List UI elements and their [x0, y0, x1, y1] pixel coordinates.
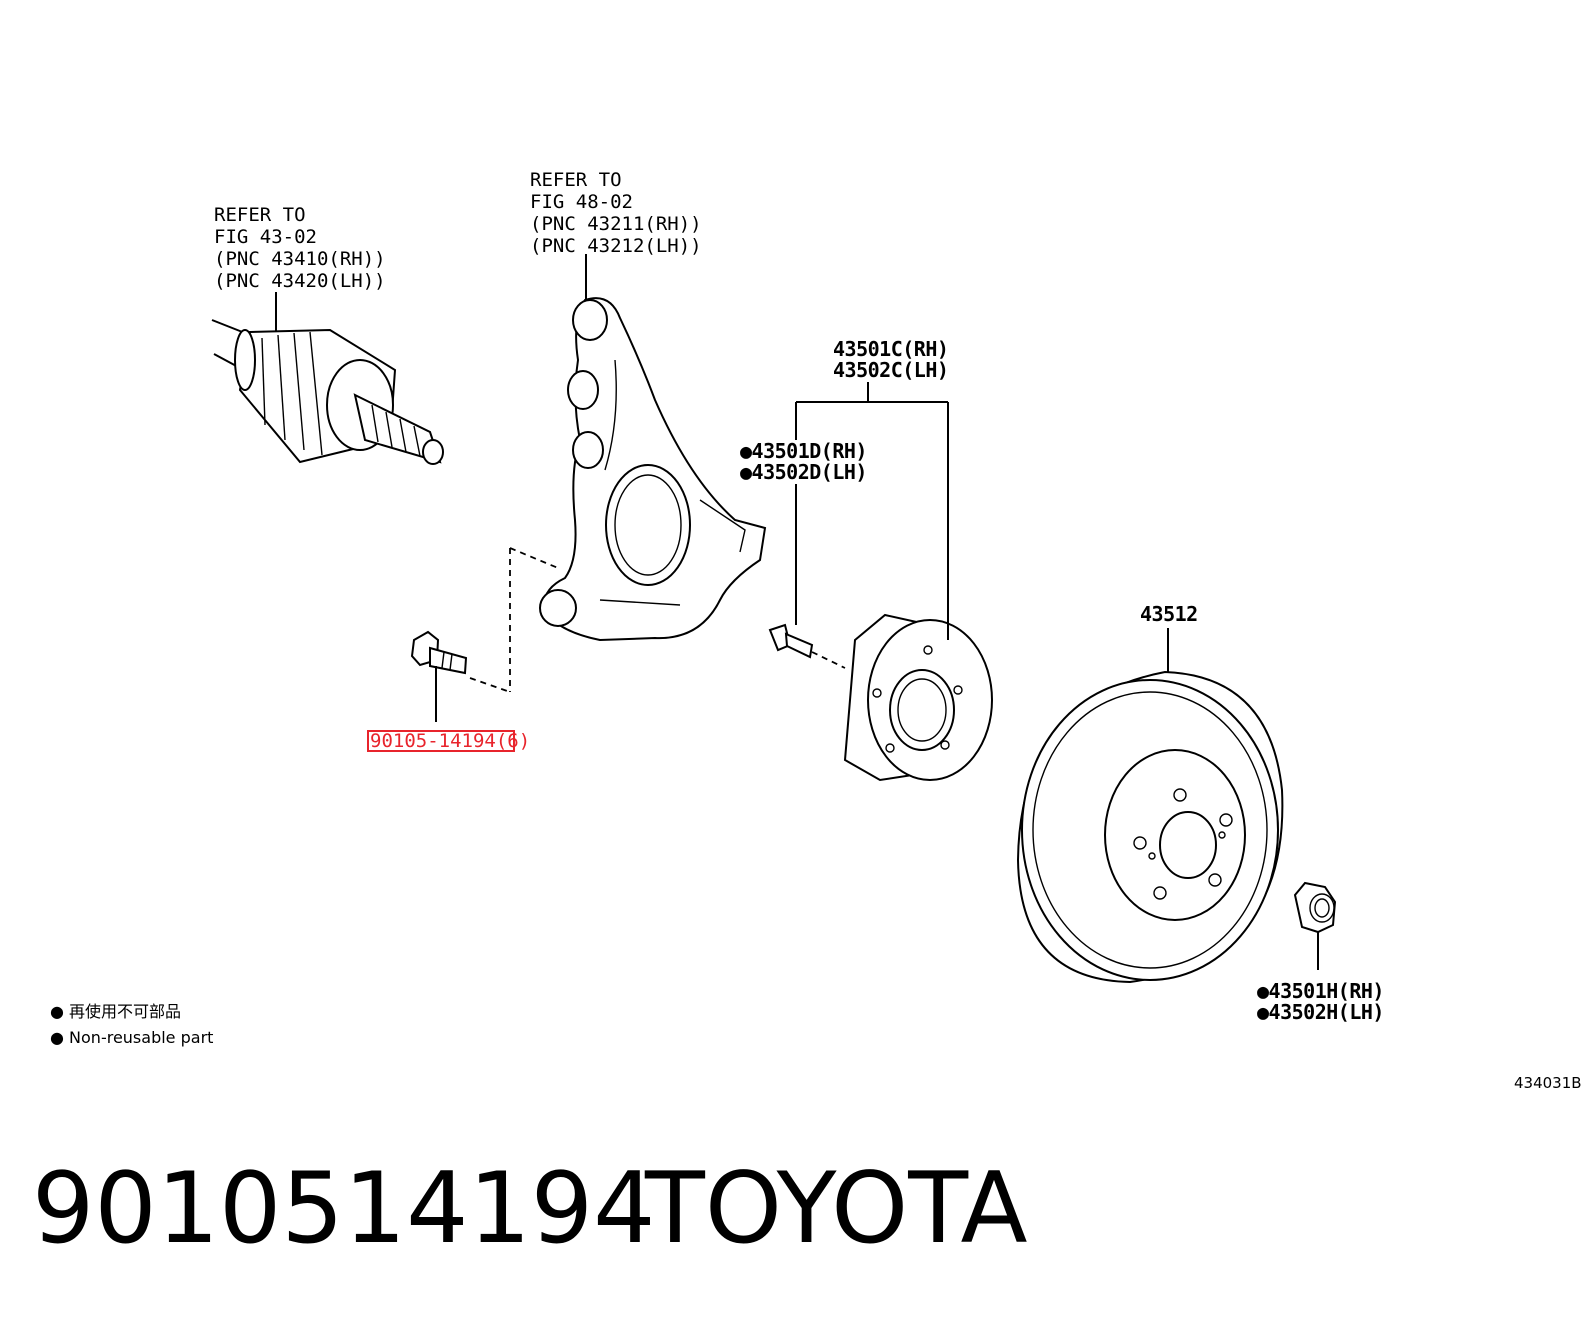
knuckle-ref-line4: (PNC 43212(LH)) — [530, 235, 702, 257]
leader-lines — [275, 254, 1319, 970]
knuckle-ref-line2: FIG 48-02 — [530, 191, 633, 213]
hub-nut-rh-label: ●43501H(RH) — [1257, 979, 1384, 1003]
highlight-box — [367, 730, 515, 752]
hub-bolt-lh-label: ●43502D(LH) — [740, 460, 867, 484]
footer-part-number: 9010514194 — [32, 1152, 656, 1266]
drive-shaft-ref-line3: (PNC 43410(RH)) — [214, 248, 386, 270]
figure-id: 434031B — [1514, 1074, 1582, 1092]
knuckle-bolt-part-number: 90105-14194(6) — [370, 730, 530, 752]
hub-bolt-drawing — [768, 623, 814, 659]
hub-bolt-rh-label: ●43501D(RH) — [740, 439, 867, 463]
hub-nut-lh-label: ●43502H(LH) — [1257, 1000, 1384, 1024]
legend-line-english: ● Non-reusable part — [50, 1028, 213, 1047]
disc-rotor-drawing — [1016, 670, 1284, 984]
steering-knuckle-drawing — [539, 297, 767, 642]
hub-nut-drawing — [1293, 881, 1337, 934]
drive-shaft-ref-line2: FIG 43-02 — [214, 226, 317, 248]
footer-brand: TOYOTA — [644, 1152, 1028, 1266]
knuckle-ref-line3: (PNC 43211(RH)) — [530, 213, 702, 235]
legend-line-japanese: ● 再使用不可部品 — [50, 1002, 181, 1021]
drive-shaft-ref-line1: REFER TO — [214, 204, 306, 226]
drive-shaft-drawing — [211, 319, 444, 465]
drive-shaft-ref-line4: (PNC 43420(LH)) — [214, 270, 386, 292]
hub-assembly-lh-label: 43502C(LH) — [833, 358, 948, 382]
hub-assembly-rh-label: 43501C(RH) — [833, 337, 948, 361]
knuckle-bolt-drawing — [410, 630, 468, 675]
knuckle-ref-line1: REFER TO — [530, 169, 622, 191]
disc-part-label: 43512 — [1140, 602, 1198, 626]
hub-bearing-drawing — [843, 613, 993, 782]
